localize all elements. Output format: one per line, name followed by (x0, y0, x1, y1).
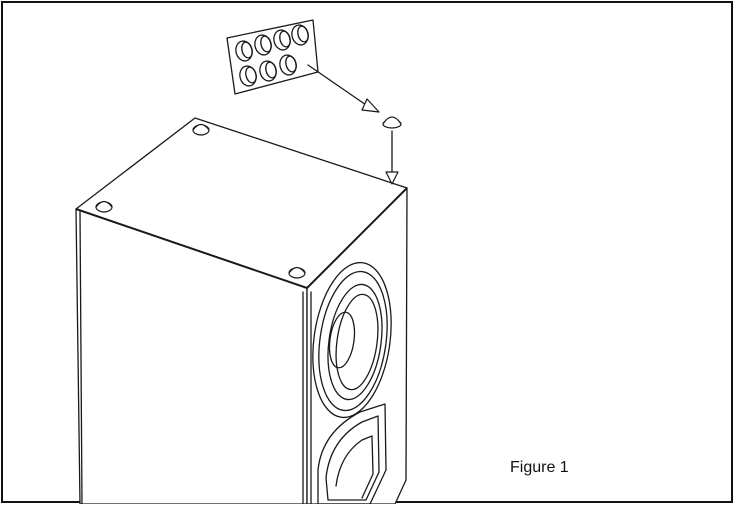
figure-caption: Figure 1 (510, 459, 569, 476)
cabinet-edge (75, 187, 408, 290)
arrow-sheet-to-foot (307, 64, 380, 113)
feet-sheet-backing (226, 19, 319, 95)
foot-front-left (95, 200, 113, 213)
sheet-feet-row-1 (235, 24, 309, 62)
arrow-foot-to-cabinet (385, 130, 399, 185)
port-horn (317, 403, 387, 505)
cabinet-front-edge (79, 211, 83, 505)
foot-back-left (192, 123, 210, 136)
feet-sheet (226, 19, 319, 95)
foot-front-right (288, 266, 306, 279)
cabinet-feet (95, 123, 306, 279)
speaker-cabinet (75, 117, 408, 505)
sheet-feet-row-2 (239, 54, 297, 87)
woofer-driver (312, 261, 392, 419)
loose-foot (382, 116, 402, 129)
